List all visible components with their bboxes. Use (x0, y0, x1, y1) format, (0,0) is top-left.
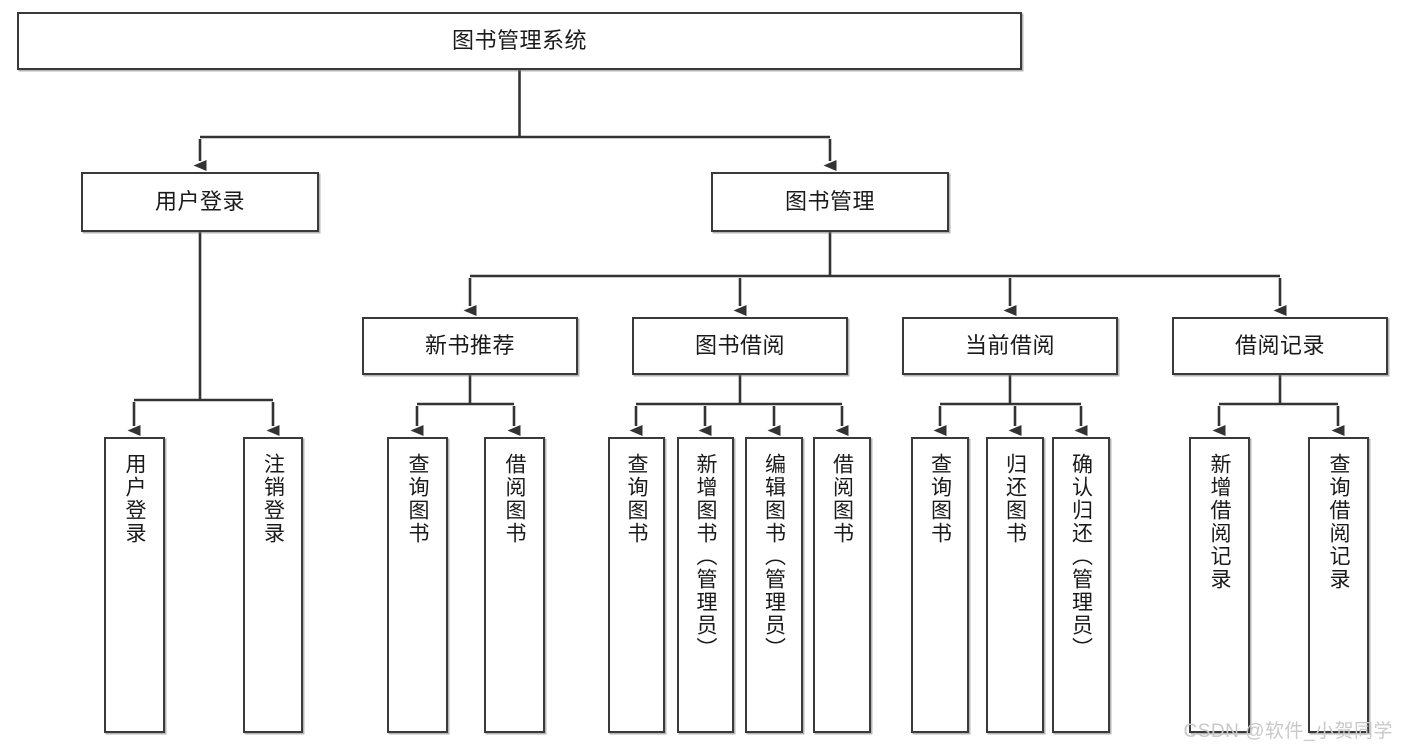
node-leaf-query-record[interactable]: 查询借阅记录 (1308, 437, 1369, 733)
node-new-book-rec[interactable]: 新书推荐 (362, 317, 578, 375)
node-book-borrow-label: 图书借阅 (694, 333, 785, 359)
node-leaf-confirm-return[interactable]: 确认归还（管理员） (1052, 437, 1110, 733)
node-leaf-user-login-label: 用户登录 (123, 453, 146, 545)
node-root-system-label: 图书管理系统 (451, 28, 587, 54)
node-borrow-record-label: 借阅记录 (1234, 333, 1325, 359)
node-book-manage[interactable]: 图书管理 (711, 172, 949, 232)
node-leaf-user-login[interactable]: 用户登录 (104, 437, 165, 733)
node-leaf-query-book-2[interactable]: 查询图书 (608, 437, 665, 733)
node-leaf-query-book-3[interactable]: 查询图书 (911, 437, 969, 733)
node-leaf-return-book-label: 归还图书 (1003, 453, 1027, 545)
node-leaf-query-book-1-label: 查询图书 (406, 453, 429, 545)
node-leaf-query-book-1[interactable]: 查询图书 (387, 437, 448, 733)
node-user-login[interactable]: 用户登录 (81, 172, 319, 232)
node-leaf-confirm-return-label: 确认归还（管理员） (1069, 453, 1093, 660)
node-leaf-add-record-label: 新增借阅记录 (1208, 453, 1231, 591)
node-leaf-add-record[interactable]: 新增借阅记录 (1189, 437, 1250, 733)
node-leaf-query-record-label: 查询借阅记录 (1327, 453, 1350, 591)
node-root-system[interactable]: 图书管理系统 (17, 12, 1022, 70)
node-leaf-user-logout[interactable]: 注销登录 (243, 437, 303, 733)
node-leaf-borrow-book-2-label: 借阅图书 (830, 453, 854, 545)
node-current-borrow[interactable]: 当前借阅 (902, 317, 1118, 375)
node-new-book-rec-label: 新书推荐 (424, 333, 515, 359)
node-book-manage-label: 图书管理 (784, 189, 875, 215)
node-leaf-edit-book-label: 编辑图书（管理员） (762, 453, 786, 660)
node-book-borrow[interactable]: 图书借阅 (632, 317, 848, 375)
node-leaf-borrow-book-2[interactable]: 借阅图书 (813, 437, 871, 733)
node-leaf-edit-book[interactable]: 编辑图书（管理员） (745, 437, 803, 733)
node-leaf-add-book-label: 新增图书（管理员） (694, 453, 717, 660)
node-leaf-borrow-book-1-label: 借阅图书 (503, 453, 526, 545)
watermark-text: CSDN @软件_小贺同学 (1183, 721, 1393, 742)
node-current-borrow-label: 当前借阅 (964, 333, 1055, 359)
node-leaf-user-logout-label: 注销登录 (261, 453, 285, 545)
node-leaf-query-book-3-label: 查询图书 (928, 453, 952, 545)
node-user-login-label: 用户登录 (154, 189, 245, 215)
node-leaf-query-book-2-label: 查询图书 (625, 453, 648, 545)
node-leaf-return-book[interactable]: 归还图书 (986, 437, 1044, 733)
node-leaf-borrow-book-1[interactable]: 借阅图书 (484, 437, 545, 733)
node-borrow-record[interactable]: 借阅记录 (1172, 317, 1388, 375)
node-leaf-add-book[interactable]: 新增图书（管理员） (677, 437, 734, 733)
